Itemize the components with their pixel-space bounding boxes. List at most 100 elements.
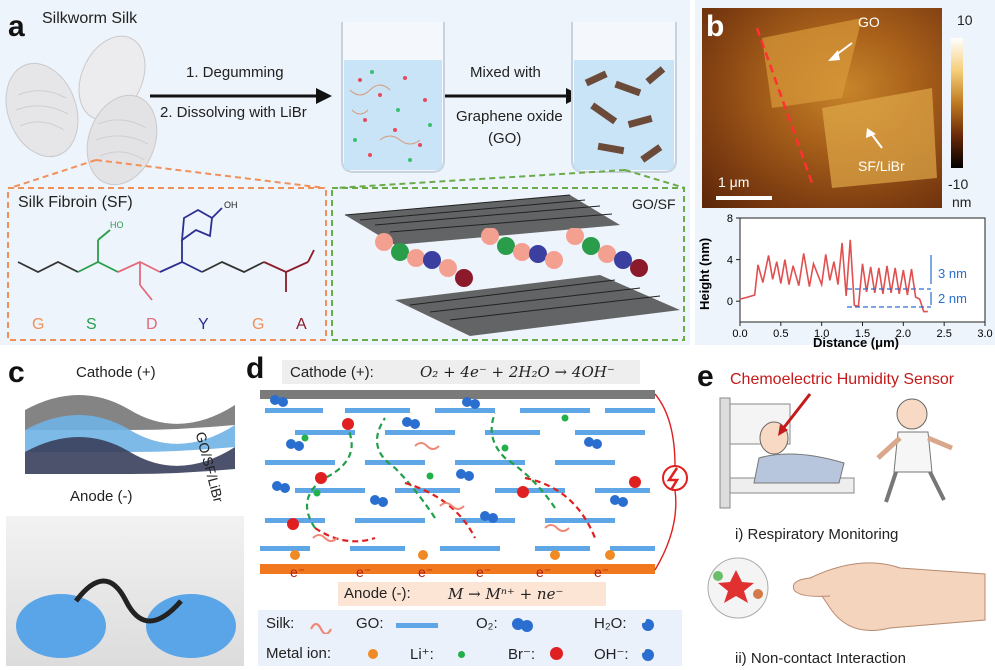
e-title: Chemoelectric Humidity Sensor	[730, 371, 955, 388]
c-anode-label: Anode (-)	[70, 488, 133, 505]
electron-label-4: e⁻	[476, 564, 492, 580]
x-tick-label: 1.5	[855, 328, 870, 340]
oh-legend-icon	[639, 647, 654, 661]
o2-legend-icon	[512, 618, 533, 632]
e-caption-1: i) Respiratory Monitoring	[735, 526, 899, 543]
residue-a: A	[296, 316, 307, 333]
step1-label: 1. Degumming	[186, 64, 284, 81]
colorbar-max: 10	[957, 12, 973, 28]
chem-ho: HO	[110, 220, 124, 230]
chem-oh: OH	[224, 200, 238, 210]
go-legend-icon	[396, 623, 438, 628]
afm-image	[702, 8, 942, 208]
gosf-title: GO/SF	[632, 196, 676, 212]
sf-box	[7, 187, 327, 341]
annot-3nm: 3 nm	[938, 266, 967, 281]
legend-oh: OH⁻:	[594, 646, 629, 663]
li-legend-icon	[458, 651, 465, 658]
x-tick-label: 1.0	[814, 328, 829, 340]
mixed-label-1: Mixed with	[470, 64, 541, 81]
profile-ylabel: Height (nm)	[697, 238, 712, 310]
legend-silk: Silk:	[266, 615, 295, 632]
d-cathode-label: Cathode (+):	[290, 364, 374, 381]
patient-bed-illustration	[719, 393, 855, 509]
panel-d-letter: d	[246, 352, 265, 385]
electron-label-6: e⁻	[594, 564, 610, 580]
panel-a-letter: a	[8, 10, 25, 43]
lightning-icon	[654, 393, 688, 571]
hand-illustration	[707, 557, 986, 631]
legend-o2: O₂:	[476, 615, 498, 632]
cathode-bar	[260, 390, 655, 399]
height-profile-chart: 0.0 0.5 1.0 1.5 2.0 2.5 3.0 8 4 0 3 nm 2 nm Dista…	[697, 213, 993, 350]
y-tick-label: 8	[727, 213, 733, 225]
step2-label: 2. Dissolving with LiBr	[160, 104, 307, 121]
e-caption-2: ii) Non-contact Interaction	[735, 650, 906, 667]
panel-c-letter: c	[8, 356, 25, 389]
afm-go-label: GO	[858, 14, 880, 30]
x-tick-label: 2.5	[937, 328, 952, 340]
colorbar-unit: nm	[952, 194, 972, 210]
anode-eq-box	[338, 582, 606, 606]
afm-scale-label: 1 μm	[718, 174, 750, 190]
residue-y: Y	[198, 316, 209, 333]
legend-h2o: H₂O:	[594, 615, 627, 632]
go-sheet-bottom	[395, 275, 680, 336]
mixing-arrow	[445, 88, 582, 104]
beaker-sf-solution	[341, 22, 445, 173]
legend-li: Li⁺:	[410, 646, 434, 663]
residue-s: S	[86, 316, 97, 333]
runner-illustration	[876, 398, 953, 503]
flexible-device-layers	[25, 395, 235, 474]
panel-e-letter: e	[697, 360, 714, 393]
profile-line	[739, 239, 928, 313]
colorbar-min: -10	[948, 176, 969, 192]
panel-a-graphics	[5, 22, 686, 341]
panel-b-letter: b	[706, 10, 725, 43]
br-legend-icon	[550, 647, 563, 660]
mixed-label-2: Graphene oxide	[456, 108, 563, 125]
x-tick-label: 2.0	[896, 328, 911, 340]
silk-legend-icon	[310, 622, 332, 634]
sf-title: Silk Fibroin (SF)	[18, 194, 133, 211]
legend-go: GO:	[356, 615, 384, 632]
go-layers	[260, 408, 655, 551]
electron-label-3: e⁻	[418, 564, 434, 580]
silk-fibroin-structure	[17, 207, 315, 301]
residue-beads	[375, 228, 648, 287]
d-cathode-eq: O₂ + 4e⁻ + 2H₂O → 4OH⁻	[420, 363, 615, 381]
residue-d: D	[146, 316, 158, 333]
gosf-box	[331, 187, 685, 341]
silkworm-label: Silkworm Silk	[42, 10, 138, 27]
c-cathode-label: Cathode (+)	[76, 364, 156, 381]
legend-box	[258, 610, 682, 666]
x-tick-label: 0.0	[732, 328, 747, 340]
h2o-legend-icon	[640, 617, 654, 631]
legend-br: Br⁻:	[508, 646, 536, 663]
x-tick-label: 0.5	[773, 328, 788, 340]
residue-g1: G	[32, 316, 45, 333]
d-anode-label: Anode (-):	[344, 585, 411, 602]
afm-flakes	[716, 18, 937, 200]
afm-colorbar	[951, 38, 963, 168]
process-arrow	[150, 88, 332, 104]
cathode-eq-box	[282, 360, 640, 384]
electron-label-2: e⁻	[356, 564, 372, 580]
metal-legend-icon	[368, 649, 378, 659]
go-sheet-top	[344, 194, 620, 245]
electron-label-1: e⁻	[290, 564, 306, 580]
profile-xlabel: Distance (μm)	[813, 335, 899, 350]
afm-sf-label: SF/LiBr	[858, 158, 905, 174]
y-tick-label: 0	[727, 296, 733, 308]
cocoon-icon	[5, 35, 158, 186]
electron-label-5: e⁻	[536, 564, 552, 580]
x-tick-label: 3.0	[977, 328, 992, 340]
d-anode-eq: M → Mⁿ⁺ + ne⁻	[448, 585, 564, 603]
annot-2nm: 2 nm	[938, 291, 967, 306]
y-tick-label: 4	[727, 255, 733, 267]
device-photo	[6, 516, 244, 666]
mixed-label-3: (GO)	[488, 130, 522, 147]
beaker-go-sf-mixture	[571, 22, 677, 173]
residue-g2: G	[252, 316, 265, 333]
step-annotations	[847, 255, 932, 308]
